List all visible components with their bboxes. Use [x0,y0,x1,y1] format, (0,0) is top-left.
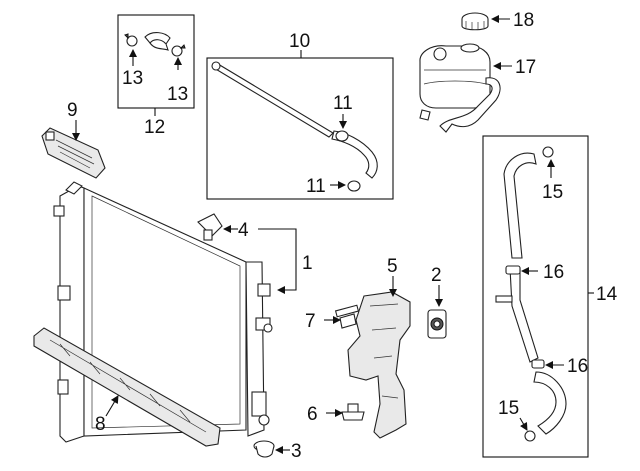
callout-16a: 16 [543,262,564,283]
callout-3: 3 [291,441,302,462]
radiator-mount-icon [427,309,447,339]
callout-10: 10 [289,31,310,52]
callout-5: 5 [387,256,398,277]
callout-15a: 15 [542,182,563,203]
group-box-12 [117,14,195,109]
bolt-icon [334,304,360,329]
leader-1 [258,228,297,294]
clamp-icon [505,146,554,442]
callout-4: 4 [238,220,249,241]
callout-17: 17 [515,57,536,78]
callout-11b: 11 [306,176,326,197]
callout-1: 1 [302,253,313,274]
drain-fitting-icon [197,213,223,241]
radiator-bracket-icon [41,127,106,179]
coolant-reservoir-icon [419,43,501,133]
leader-8 [105,395,119,417]
callout-7: 7 [305,311,316,332]
bypass-pipe-icon [211,61,378,179]
reservoir-cap-icon [461,12,489,31]
callout-16b: 16 [567,356,588,377]
clamp-icon [124,33,186,57]
callout-13b: 13 [167,84,188,105]
side-deflector-icon [347,291,411,439]
callout-9: 9 [67,100,78,121]
callout-14: 14 [596,284,618,305]
leader-15b [519,417,528,431]
grommet-icon [253,440,275,458]
callout-15b: 15 [498,398,519,419]
callout-12: 12 [144,117,165,138]
callout-8: 8 [95,414,106,435]
group-box-10 [206,57,394,200]
callout-2: 2 [431,265,442,286]
hose-upper-small-icon [144,32,171,51]
bolt-icon [341,403,365,421]
callout-18: 18 [513,10,534,31]
radiator-icon [53,181,273,443]
group-box-14 [482,135,589,458]
callout-6: 6 [307,404,318,425]
clamp-icon [335,130,361,192]
lower-hose-icon [533,371,567,435]
callout-11a: 11 [333,93,353,114]
callout-13a: 13 [122,68,143,89]
upper-hose-icon [495,152,539,363]
lower-deflector-icon [33,327,221,447]
